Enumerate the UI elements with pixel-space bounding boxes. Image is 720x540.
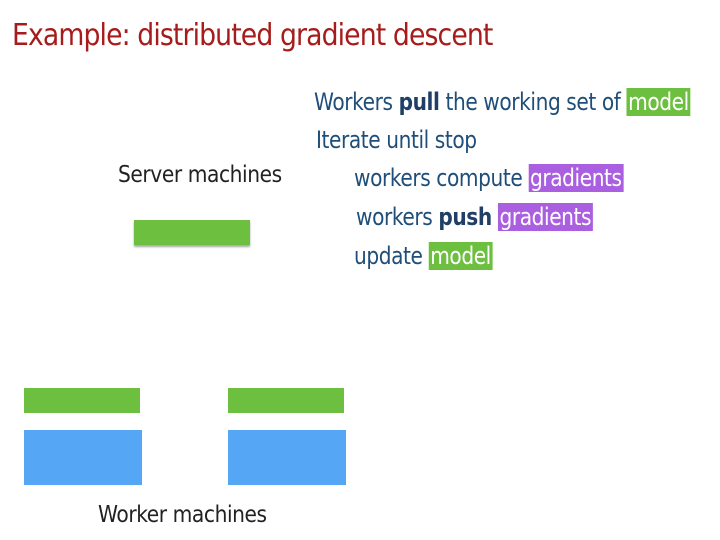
algo-line-pull: Workers pull the working set of model bbox=[314, 86, 691, 118]
worker-2-model-block bbox=[228, 388, 344, 413]
model-highlight-update: model bbox=[428, 242, 493, 270]
algo-line-compute: workers compute gradients bbox=[354, 162, 624, 194]
server-model-block bbox=[134, 220, 250, 245]
gradients-highlight: gradients bbox=[528, 164, 624, 192]
algo-line-update: update model bbox=[354, 240, 493, 272]
algo-line-push-mid bbox=[492, 203, 498, 231]
server-machines-label: Server machines bbox=[118, 162, 282, 188]
algo-line-pull-pre: Workers bbox=[314, 88, 399, 116]
slide-title: Example: distributed gradient descent bbox=[12, 18, 493, 53]
algo-line-push-pre: workers bbox=[356, 203, 439, 231]
algo-line-compute-pre: workers compute bbox=[354, 164, 529, 192]
algo-line-pull-bold: pull bbox=[398, 88, 440, 116]
algo-line-update-pre: update bbox=[354, 242, 429, 270]
worker-2-data-block bbox=[228, 430, 346, 485]
algo-line-iterate: Iterate until stop bbox=[316, 124, 477, 156]
algo-line-pull-mid: the working set of bbox=[439, 88, 627, 116]
model-highlight: model bbox=[626, 88, 691, 116]
gradients-highlight-push: gradients bbox=[497, 203, 593, 231]
algo-line-push: workers push gradients bbox=[356, 201, 593, 233]
worker-1-model-block bbox=[24, 388, 140, 413]
worker-machines-label: Worker machines bbox=[98, 502, 267, 528]
worker-1-data-block bbox=[24, 430, 142, 485]
algo-line-iterate-text: Iterate until stop bbox=[316, 126, 477, 154]
algo-line-push-bold: push bbox=[438, 203, 492, 231]
